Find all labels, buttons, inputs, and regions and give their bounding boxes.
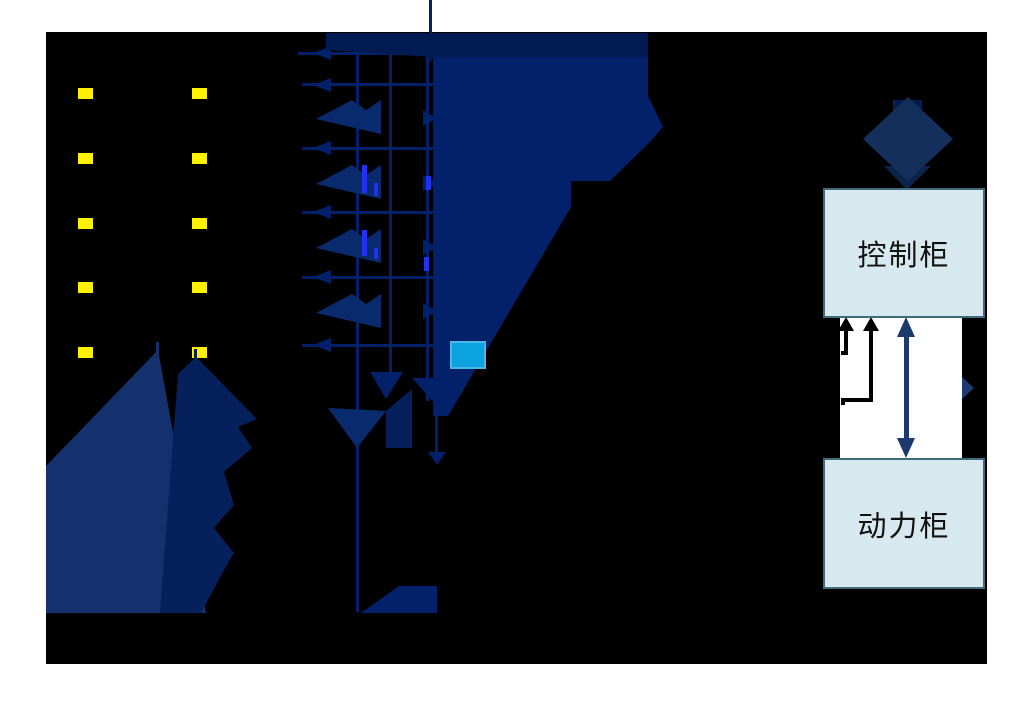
yellow-marker <box>78 153 93 164</box>
yellow-marker <box>192 153 207 164</box>
double-arrow-shaft <box>904 330 909 446</box>
power-cabinet-box: 动力柜 <box>823 458 985 589</box>
down-wedge <box>412 378 461 406</box>
bright-blue-mark <box>362 230 367 256</box>
right-arrowhead-icon <box>962 377 974 399</box>
up-arrowhead-icon <box>838 317 854 331</box>
bright-blue-mark <box>374 183 378 196</box>
elbow-line-long <box>841 324 873 405</box>
mass-top-band <box>326 33 648 57</box>
yellow-marker <box>192 88 207 99</box>
right-navy-mass <box>326 33 663 416</box>
mass-banner <box>433 33 663 416</box>
control-cabinet-box: 控制柜 <box>823 188 985 318</box>
down-arrowhead-icon <box>370 372 403 399</box>
tower-rail <box>356 40 359 612</box>
down-arrowhead-icon <box>428 452 446 465</box>
up-arrowhead-icon <box>863 317 879 331</box>
left-arrowhead-icon <box>313 338 331 352</box>
yellow-marker <box>78 218 93 229</box>
yellow-marker <box>192 347 207 358</box>
tower-rung <box>302 276 433 279</box>
yellow-marker <box>192 218 207 229</box>
left-navy-mass <box>46 342 257 613</box>
bottom-wedge <box>361 586 437 613</box>
left-arrowhead-icon <box>313 205 331 219</box>
bright-blue-mark <box>426 176 431 190</box>
yellow-marker <box>78 88 93 99</box>
yellow-marker <box>78 282 93 293</box>
double-arrow-group <box>897 317 915 458</box>
cabinet-gap-panel <box>840 317 962 458</box>
bright-blue-mark <box>362 165 367 193</box>
big-chevron-left <box>316 294 381 328</box>
small-wedge <box>420 45 440 63</box>
power-cabinet-label: 动力柜 <box>857 510 951 543</box>
left-arrowhead-icon <box>313 270 331 284</box>
big-chevron-left <box>316 100 381 134</box>
tower-rail <box>389 38 392 374</box>
tower-rung <box>302 83 433 86</box>
right-arrowhead-icon <box>423 303 437 319</box>
yellow-marker-grid <box>78 88 207 358</box>
yellow-marker <box>78 347 93 358</box>
left-arrowhead-icon <box>313 141 331 155</box>
control-cabinet-label: 控制柜 <box>857 240 951 272</box>
lower-ribbon-group <box>328 378 461 613</box>
bright-blue-mark <box>374 248 378 259</box>
tower-rung <box>298 52 433 55</box>
tower-structure <box>298 0 460 612</box>
mass-stem <box>194 349 197 363</box>
mass-triangle-right <box>160 357 257 613</box>
tower-rung <box>302 344 460 347</box>
mass-stem <box>156 342 159 356</box>
diamond-connector-group <box>863 97 953 190</box>
right-arrowhead-icon <box>423 110 437 126</box>
tower-rung <box>302 147 433 150</box>
diamond-icon <box>863 97 953 181</box>
ribbon-wedge-left <box>328 408 386 448</box>
up-arrowhead-icon <box>897 317 915 337</box>
ribbon-wedge-right <box>386 389 412 448</box>
down-arrowhead-icon <box>897 438 915 458</box>
black-elbow-connectors <box>841 324 873 405</box>
yellow-marker <box>192 282 207 293</box>
bright-blue-mark <box>424 257 429 271</box>
tower-rung <box>302 211 433 214</box>
stem-line <box>435 400 438 456</box>
elbow-line-short <box>841 324 848 355</box>
tower-rail <box>426 33 429 401</box>
cyan-block-marker <box>450 341 486 369</box>
right-arrowhead-icon <box>423 239 437 255</box>
top-stub-line <box>429 0 432 34</box>
left-arrowhead-icon <box>313 78 331 92</box>
